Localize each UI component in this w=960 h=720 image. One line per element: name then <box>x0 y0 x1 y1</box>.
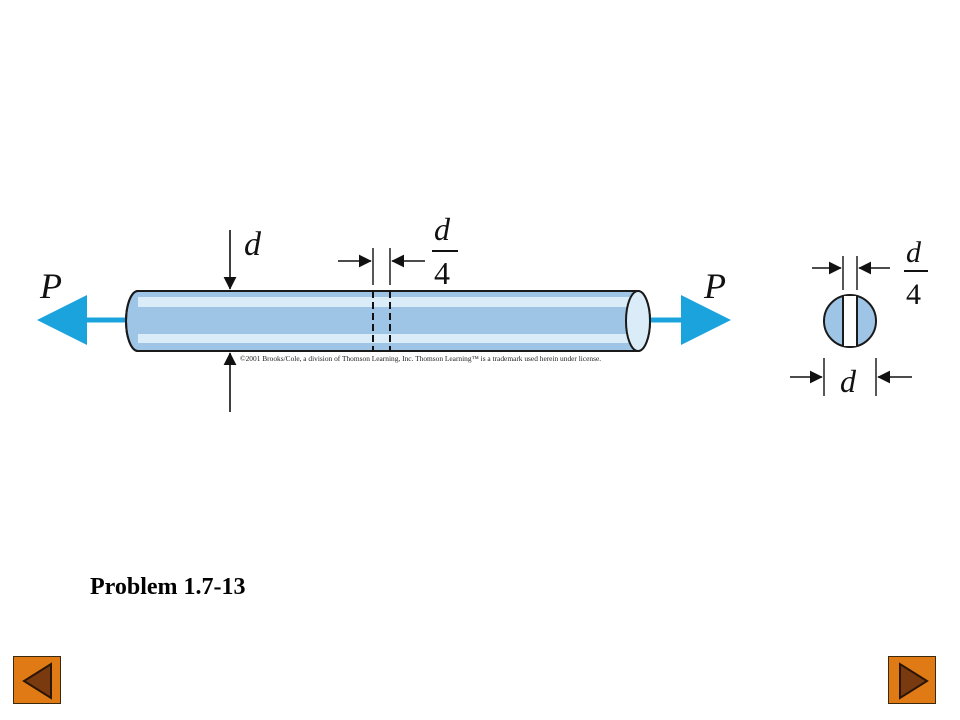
previous-slide-button[interactable] <box>13 656 61 704</box>
hole-fraction-label: d 4 <box>432 211 458 291</box>
section-diameter-label: d <box>840 363 857 399</box>
section-fraction-label: d 4 <box>904 236 928 311</box>
svg-text:4: 4 <box>434 255 450 291</box>
svg-text:4: 4 <box>906 278 921 311</box>
triangle-right-icon <box>899 662 929 700</box>
svg-text:d: d <box>434 211 451 247</box>
cylindrical-bar <box>125 290 651 352</box>
svg-text:d: d <box>906 236 922 269</box>
next-slide-button[interactable] <box>888 656 936 704</box>
diameter-bar-label: d <box>244 226 262 263</box>
problem-title: Problem 1.7-13 <box>90 574 246 600</box>
load-label-left: P <box>39 266 62 306</box>
copyright-notice: ©2001 Brooks/Cole, a division of Thomson… <box>240 354 601 363</box>
cross-section <box>823 294 877 348</box>
triangle-left-icon <box>22 662 52 700</box>
load-label-right: P <box>703 266 726 306</box>
